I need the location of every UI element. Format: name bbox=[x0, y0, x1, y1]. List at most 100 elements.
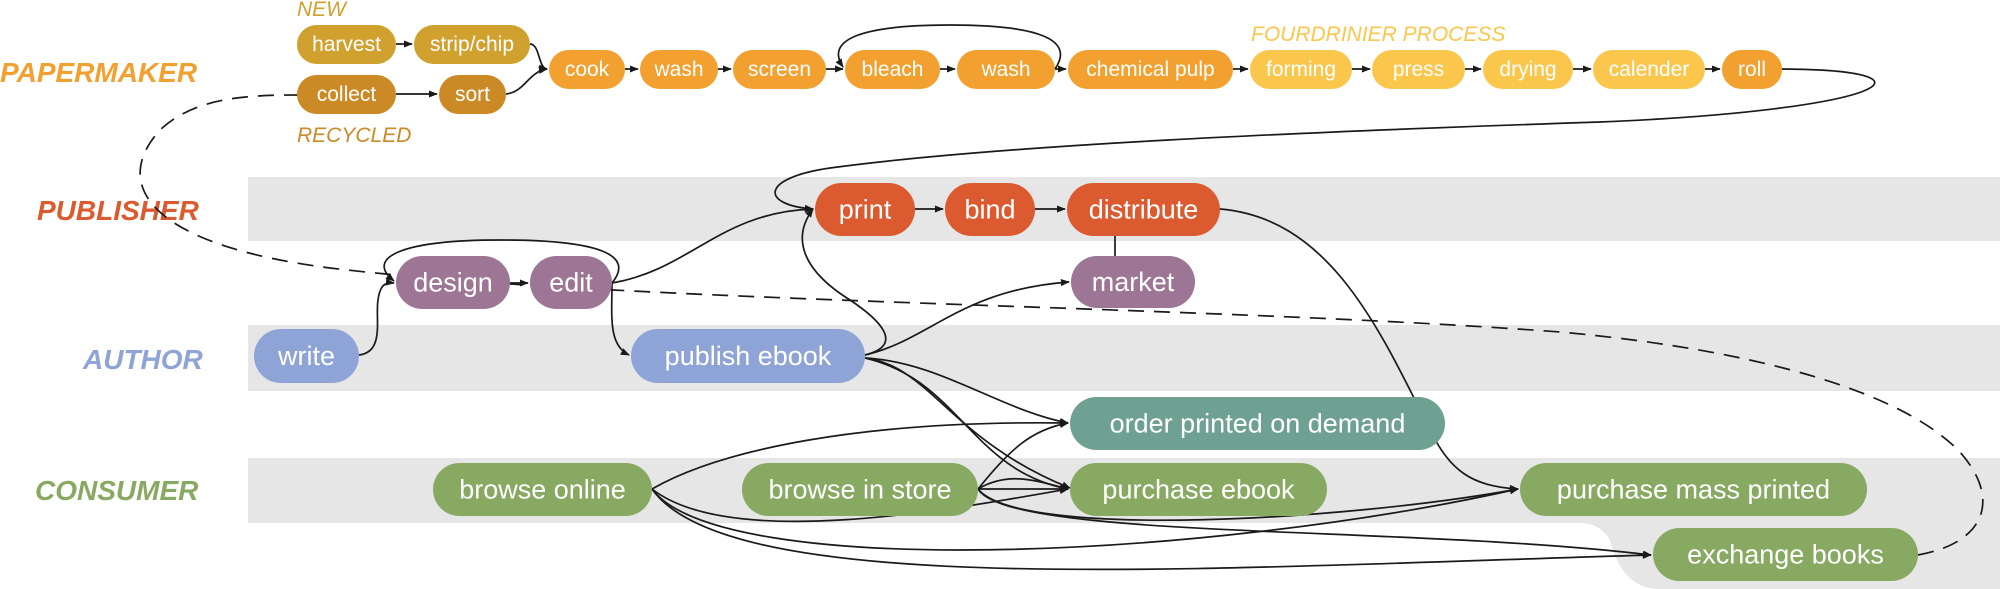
node-order-printed-on-demand: order printed on demand bbox=[1070, 397, 1445, 450]
node-label: market bbox=[1092, 267, 1175, 297]
node-distribute: distribute bbox=[1067, 183, 1220, 236]
node-label: wash bbox=[980, 58, 1030, 81]
edge-edit-design-loop bbox=[383, 239, 620, 284]
node-shape bbox=[1067, 183, 1220, 236]
node-label: browse in store bbox=[768, 475, 951, 505]
node-shape bbox=[396, 256, 510, 309]
node-label: write bbox=[277, 341, 335, 371]
node-bind: bind bbox=[945, 183, 1035, 236]
annotation-recycled: RECYCLED bbox=[297, 124, 411, 147]
edge-browse-store-purchase-ebook-2 bbox=[977, 477, 1069, 491]
node-cook: cook bbox=[549, 50, 625, 89]
node-shape bbox=[254, 329, 359, 383]
edge-browse-store-order bbox=[977, 420, 1069, 490]
edge-edit-print bbox=[611, 205, 814, 284]
node-shape bbox=[1593, 50, 1705, 89]
edge-write-design bbox=[358, 278, 395, 356]
node-shape bbox=[1483, 50, 1573, 89]
node-forming: forming bbox=[1250, 50, 1352, 89]
lane-label-publisher: PUBLISHER bbox=[37, 195, 200, 226]
node-shape bbox=[1372, 50, 1465, 89]
node-label: roll bbox=[1738, 58, 1766, 81]
edge-roll-print bbox=[774, 68, 1876, 212]
lane-label-consumer: CONSUMER bbox=[35, 475, 199, 506]
node-design: design bbox=[396, 256, 510, 309]
node-label: purchase ebook bbox=[1102, 475, 1295, 505]
node-label: drying bbox=[1499, 58, 1556, 81]
node-drying: drying bbox=[1483, 50, 1573, 89]
node-wash-1: wash bbox=[640, 50, 718, 89]
node-calender: calender bbox=[1593, 50, 1705, 89]
node-chemical-pulp: chemical pulp bbox=[1068, 50, 1233, 89]
node-shape bbox=[1250, 50, 1352, 89]
node-label: browse online bbox=[459, 475, 626, 505]
edge-publish-ebook-purchase-ebook-1 bbox=[864, 357, 1071, 489]
nodes: harvest strip/chip collect sort cook was… bbox=[254, 25, 1918, 581]
edge-browse-online-purchase-mass bbox=[651, 487, 1519, 551]
node-shape bbox=[297, 75, 396, 114]
node-shape bbox=[1071, 256, 1195, 308]
node-label: publish ebook bbox=[665, 341, 832, 371]
node-label: exchange books bbox=[1687, 540, 1884, 570]
recycling-loop-dashed bbox=[139, 94, 1984, 556]
node-browse-online: browse online bbox=[433, 463, 652, 516]
node-label: edit bbox=[549, 268, 593, 298]
node-edit: edit bbox=[530, 256, 612, 309]
annotation-new: NEW bbox=[297, 0, 348, 21]
node-purchase-mass-printed: purchase mass printed bbox=[1520, 463, 1867, 516]
edges bbox=[358, 24, 1876, 571]
node-label: wash bbox=[653, 58, 703, 81]
node-label: strip/chip bbox=[430, 33, 514, 56]
node-shape bbox=[1653, 528, 1918, 581]
lane-label-papermaker: PAPERMAKER bbox=[0, 57, 198, 88]
node-shape bbox=[631, 329, 865, 383]
node-shape bbox=[742, 463, 978, 516]
node-exchange-books: exchange books bbox=[1653, 528, 1918, 581]
edge-browse-store-exchange bbox=[977, 488, 1652, 558]
edge-sort-cook bbox=[505, 66, 548, 95]
node-label: bleach bbox=[862, 58, 924, 81]
node-label: collect bbox=[317, 83, 377, 106]
node-market: market bbox=[1071, 256, 1195, 308]
node-shape bbox=[733, 50, 826, 89]
node-shape bbox=[845, 50, 940, 89]
node-browse-in-store: browse in store bbox=[742, 463, 978, 516]
node-shape bbox=[945, 183, 1035, 236]
edge-distribute-purchase-mass bbox=[1219, 208, 1519, 493]
node-print: print bbox=[815, 183, 915, 236]
node-wash-2: wash bbox=[957, 50, 1055, 89]
node-label: chemical pulp bbox=[1086, 58, 1214, 81]
node-label: distribute bbox=[1089, 195, 1199, 225]
author-lane-band bbox=[248, 325, 2000, 391]
node-shape bbox=[530, 256, 612, 309]
node-shape bbox=[549, 50, 625, 89]
node-strip-chip: strip/chip bbox=[414, 25, 530, 64]
node-shape bbox=[1070, 463, 1327, 516]
node-label: bind bbox=[964, 195, 1015, 225]
node-label: harvest bbox=[312, 33, 381, 56]
node-label: purchase mass printed bbox=[1557, 475, 1830, 505]
annotation-fourdrinier: FOURDRINIER PROCESS bbox=[1251, 23, 1505, 46]
node-label: print bbox=[839, 195, 892, 225]
edge-browse-online-order bbox=[651, 419, 1069, 490]
edge-browse-online-exchange bbox=[651, 488, 1652, 571]
node-label: order printed on demand bbox=[1110, 409, 1406, 439]
node-publish-ebook: publish ebook bbox=[631, 329, 865, 383]
node-shape bbox=[433, 463, 652, 516]
node-shape bbox=[957, 50, 1055, 89]
node-harvest: harvest bbox=[297, 25, 396, 64]
node-label: sort bbox=[455, 83, 490, 106]
node-sort: sort bbox=[439, 75, 506, 114]
node-shape bbox=[815, 183, 915, 236]
node-label: calender bbox=[1609, 58, 1690, 81]
node-label: forming bbox=[1266, 58, 1336, 81]
node-label: cook bbox=[565, 58, 610, 81]
node-purchase-ebook: purchase ebook bbox=[1070, 463, 1327, 516]
edge-edit-publish-ebook bbox=[610, 282, 630, 356]
node-shape bbox=[640, 50, 718, 89]
node-shape bbox=[1070, 397, 1445, 450]
edge-wash-bleach-loop bbox=[835, 24, 1062, 70]
node-bleach: bleach bbox=[845, 50, 940, 89]
lane-label-author: AUTHOR bbox=[82, 344, 204, 375]
